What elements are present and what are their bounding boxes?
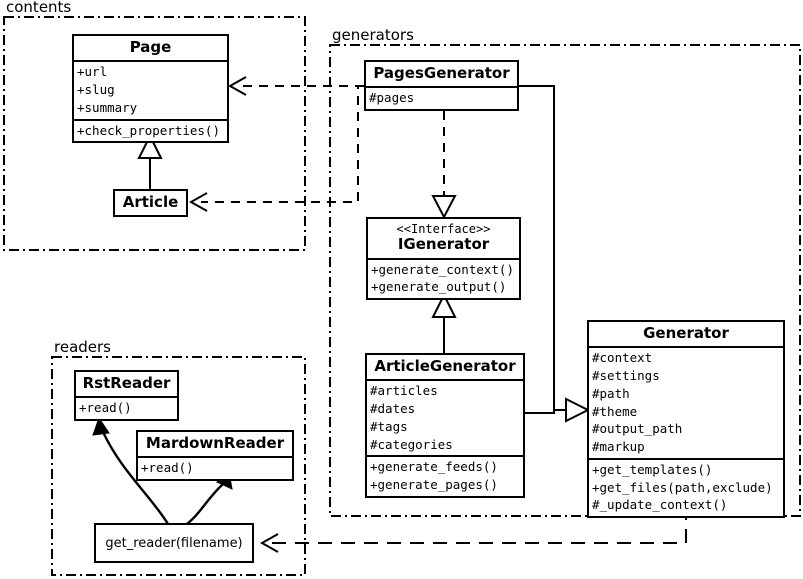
class-page-attribute: +slug [77, 82, 115, 97]
class-articlegenerator-attribute: #articles [370, 383, 438, 399]
generator-inheritance-triangle [565, 397, 591, 423]
class-generator-attribute: #settings [592, 368, 660, 383]
class-igenerator-methods: +generate_context() +generate_output() [368, 257, 519, 299]
generators-package-label: generators [332, 26, 414, 44]
class-page-attribute: +url [77, 64, 108, 80]
class-articlegenerator-method: +generate_feeds() [370, 459, 498, 475]
readers-package-frame [51, 356, 306, 576]
class-igenerator-method: +generate_output() [371, 279, 507, 295]
pagesgenerator-generator-line [519, 85, 566, 411]
class-articlegenerator-attributes: #articles #dates #tags #categories [367, 379, 523, 455]
class-igenerator-header: <<Interface>> IGenerator [368, 219, 519, 258]
class-articlegenerator-title: ArticleGenerator [374, 357, 516, 375]
class-articlegenerator-attribute: #tags [370, 418, 408, 434]
class-generator-attribute: #output_path [592, 421, 683, 437]
pagesgenerator-igenerator-triangle [431, 195, 457, 220]
class-rstreader-title: RstReader [82, 374, 171, 392]
class-generator-title: Generator [643, 324, 729, 342]
class-generator-method: +get_files(path,exclude) [592, 479, 773, 495]
class-articlegenerator-method: +generate_pages() [370, 477, 498, 492]
class-rstreader-method: +read() [79, 400, 132, 416]
class-generator-method: #_update_context() [592, 497, 728, 513]
class-generator-attribute: #markup [592, 439, 645, 454]
class-article-title: Article [122, 193, 179, 211]
class-articlegenerator[interactable]: ArticleGenerator #articles #dates #tags … [365, 353, 525, 498]
class-pagesgenerator-title: PagesGenerator [373, 64, 510, 82]
class-igenerator-stereotype: <<Interface>> [396, 222, 491, 236]
pagesgenerator-page-arrowhead [227, 76, 247, 96]
getreader-rstreader-curve [101, 430, 170, 526]
class-mardownreader-methods: +read() [138, 456, 292, 479]
class-pagesgenerator-attributes: #pages [366, 86, 517, 109]
class-page-attributes: +url +slug +summary [74, 60, 227, 118]
class-articlegenerator-attribute: #dates [370, 401, 416, 416]
class-generator-method: +get_templates() [592, 461, 713, 477]
contents-package-label: contents [6, 0, 72, 16]
class-articlegenerator-methods: +generate_feeds() +generate_pages() [367, 455, 523, 496]
getreader-mardownreader-curve [181, 483, 224, 529]
class-generator-attribute: #theme [592, 403, 638, 419]
class-igenerator-method: +generate_context() [371, 261, 514, 277]
class-rstreader[interactable]: RstReader +read() [74, 370, 179, 421]
getreader-rstreader-arrowhead [92, 416, 110, 436]
class-page-title: Page [129, 38, 172, 56]
class-generator[interactable]: Generator #context #settings #path #them… [587, 320, 785, 518]
articlegenerator-igenerator-triangle [431, 292, 457, 318]
class-mardownreader[interactable]: MardownReader +read() [136, 430, 294, 481]
class-mardownreader-method: +read() [141, 460, 194, 476]
class-articlegenerator-attribute: #categories [370, 436, 453, 452]
function-get-reader-label: get_reader(filename) [105, 535, 243, 551]
readers-package-label: readers [54, 338, 111, 356]
generators-package-frame [329, 44, 801, 517]
articlegenerator-generator-line [525, 409, 566, 414]
class-generator-attribute: #path [592, 385, 630, 401]
class-igenerator[interactable]: <<Interface>> IGenerator +generate_conte… [366, 217, 521, 301]
class-page-method: +check_properties() [77, 122, 220, 138]
function-get-reader[interactable]: get_reader(filename) [94, 523, 254, 563]
class-page-attribute: +summary [77, 99, 138, 115]
class-mardownreader-title: MardownReader [145, 434, 285, 452]
class-article[interactable]: Article [113, 189, 188, 218]
pagesgenerator-article-arrowhead [188, 192, 208, 212]
class-igenerator-title: IGenerator [397, 235, 490, 254]
generator-getreader-dependency [272, 506, 687, 544]
class-generator-attributes: #context #settings #path #theme #output_… [589, 346, 783, 458]
pagesgenerator-article-dependency [201, 85, 364, 203]
class-pagesgenerator-attribute: #pages [369, 90, 415, 106]
class-generator-methods: +get_templates() +get_files(path,exclude… [589, 457, 783, 516]
article-page-triangle [137, 133, 163, 159]
class-page[interactable]: Page +url +slug +summary +check_properti… [72, 34, 229, 144]
class-generator-attribute: #context [592, 350, 653, 366]
class-page-methods: +check_properties() [74, 118, 227, 142]
contents-package-frame [3, 16, 306, 251]
generator-getreader-arrowhead [259, 533, 279, 553]
class-pagesgenerator[interactable]: PagesGenerator #pages [364, 60, 519, 111]
class-rstreader-methods: +read() [76, 396, 177, 419]
